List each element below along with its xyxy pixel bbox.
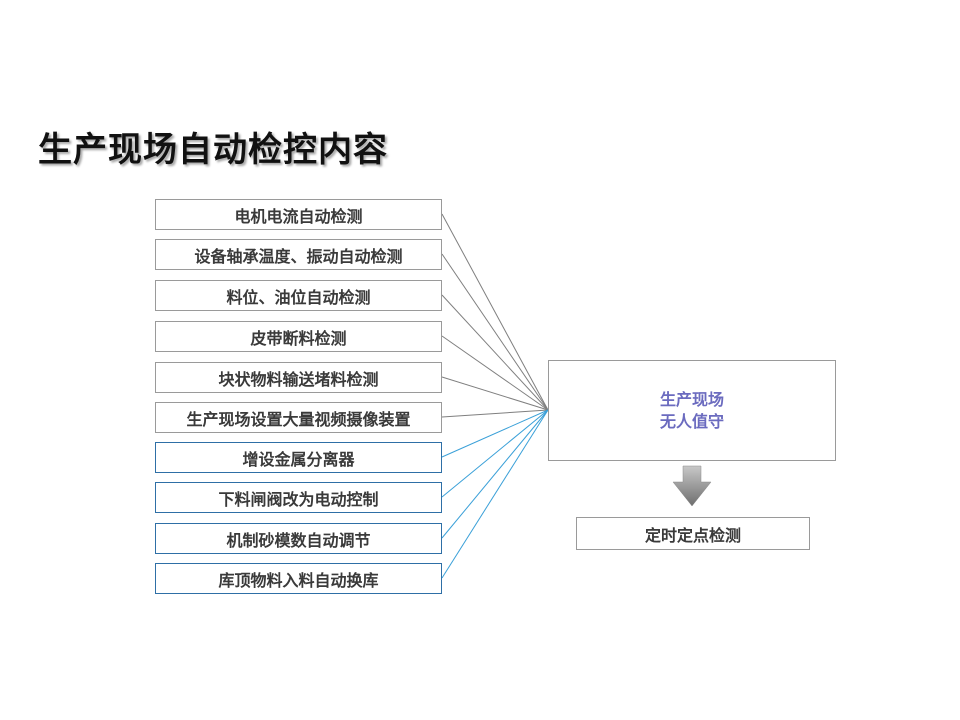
list-item: 块状物料输送堵料检测	[155, 362, 442, 393]
connector-line	[441, 409, 549, 579]
target-line-2: 无人值守	[659, 411, 724, 431]
connector-line	[441, 376, 549, 411]
connector-line	[441, 335, 549, 411]
down-arrow-icon	[672, 465, 712, 507]
list-item: 下料闸阀改为电动控制	[155, 482, 442, 513]
target-box: 生产现场 无人值守	[548, 360, 836, 461]
connector-line	[441, 409, 549, 418]
list-item: 电机电流自动检测	[155, 199, 442, 230]
connector-line	[441, 409, 549, 539]
target-line-1: 生产现场	[659, 389, 724, 409]
list-item: 机制砂模数自动调节	[155, 523, 442, 554]
list-item: 库顶物料入料自动换库	[155, 563, 442, 594]
list-item: 料位、油位自动检测	[155, 280, 442, 311]
connector-line	[441, 409, 549, 458]
result-box: 定时定点检测	[576, 517, 810, 550]
list-item: 设备轴承温度、振动自动检测	[155, 239, 442, 270]
connector-line	[441, 409, 549, 498]
list-item: 增设金属分离器	[155, 442, 442, 473]
list-item: 皮带断料检测	[155, 321, 442, 352]
list-item: 生产现场设置大量视频摄像装置	[155, 402, 442, 433]
connector-line	[441, 294, 549, 411]
connector-line	[441, 213, 549, 411]
connector-line	[441, 253, 549, 411]
page-title: 生产现场自动检控内容	[38, 130, 388, 170]
